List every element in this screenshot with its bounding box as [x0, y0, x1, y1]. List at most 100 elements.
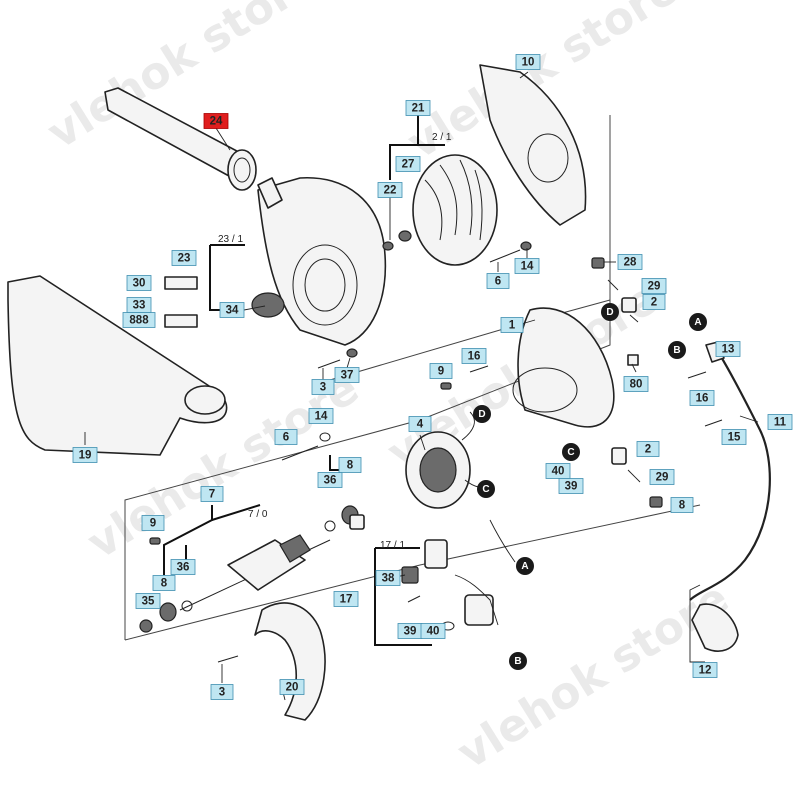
- part-callout-box: [670, 497, 694, 513]
- pin-9-lower: [149, 537, 161, 545]
- part-callout-box: [767, 414, 793, 430]
- part-callout-box: [558, 478, 584, 494]
- part-callout-12: 12: [692, 662, 718, 678]
- blow-tube: [104, 87, 257, 191]
- part-callout-number: 16: [468, 351, 481, 363]
- part-callout-2: 2: [642, 294, 666, 310]
- part-callout-box: [219, 302, 245, 318]
- part-callout-box: [617, 254, 643, 270]
- group-brackets: [163, 115, 445, 646]
- part-callout-number: 21: [412, 103, 425, 115]
- part-callout-number: 23: [178, 253, 191, 265]
- part-callout-16: 16: [461, 348, 487, 364]
- part-callout-box: [636, 441, 660, 457]
- part-callout-box: [203, 113, 229, 129]
- part-callout-38: 38: [375, 570, 401, 586]
- bracket-7: [163, 505, 213, 575]
- handle-half: [217, 602, 326, 721]
- switch-contact-38: [401, 566, 419, 584]
- switch-lead-a: [489, 519, 516, 563]
- assembly-note: 2 / 1: [432, 132, 452, 143]
- part-callout-40: 40: [420, 623, 446, 639]
- part-callout-6: 6: [486, 273, 510, 289]
- assembly-note: 7 / 0: [248, 509, 268, 520]
- brush-cap-8: [649, 496, 663, 508]
- connector-marker-letter: B: [673, 345, 680, 356]
- screw-6-lower: [281, 445, 319, 461]
- part-callout-36: 36: [170, 559, 196, 575]
- part-callout-3: 3: [311, 379, 335, 395]
- part-callout-number: 14: [315, 411, 328, 423]
- part-callout-19: 19: [72, 447, 98, 463]
- stator: [405, 411, 489, 509]
- cord-clamp: [464, 594, 494, 626]
- connector-marker-letter: A: [521, 561, 528, 572]
- connector-marker-b: B: [509, 652, 527, 670]
- power-plug: [691, 603, 739, 652]
- part-callout-box: [377, 182, 403, 198]
- part-callout-10: 10: [515, 54, 541, 70]
- vacuum-bag: [7, 275, 228, 456]
- part-callout-24: 24: [203, 113, 229, 129]
- part-callout-box: [170, 559, 196, 575]
- part-callout-number: 7: [209, 489, 215, 501]
- part-callout-39: 39: [397, 623, 423, 639]
- blower-outlet: [257, 177, 283, 209]
- stator-lead-d: [461, 411, 475, 441]
- part-callout-number: 36: [324, 475, 337, 487]
- part-callout-7: 7: [200, 486, 224, 502]
- spring-29-lower: [627, 469, 641, 483]
- part-callout-number: 34: [226, 305, 239, 317]
- part-callout-box: [420, 623, 446, 639]
- part-callout-number: 14: [521, 261, 534, 273]
- assembly-frame: [124, 115, 701, 641]
- connector-marker-circle: [509, 652, 527, 670]
- connector-marker-d: D: [601, 303, 619, 321]
- stator-core: [419, 447, 457, 493]
- connector-marker-letter: D: [606, 307, 613, 318]
- part-callout-box: [395, 156, 421, 172]
- part-callout-number: 2: [651, 297, 657, 309]
- part-callout-number: 9: [150, 518, 156, 530]
- part-callout-box: [333, 591, 359, 607]
- assembly-note: 17 / 1: [380, 540, 405, 551]
- connector-marker-letter: B: [514, 656, 521, 667]
- part-callout-box: [274, 429, 298, 445]
- part-callout-33: 33: [126, 297, 152, 313]
- leader-34: [243, 305, 266, 311]
- part-callout-9: 9: [141, 515, 165, 531]
- blower-housing: [257, 177, 387, 346]
- part-callout-box: [715, 341, 741, 357]
- leader-4: [419, 434, 426, 451]
- frame-line-upper: [329, 299, 611, 381]
- part-callout-number: 888: [129, 315, 149, 327]
- part-callout-box: [642, 294, 666, 310]
- part-callout-box: [311, 379, 335, 395]
- part-callout-number: 11: [774, 417, 787, 429]
- part-callout-box: [514, 258, 540, 274]
- motor-housing-opening: [512, 367, 578, 413]
- screw-3-lower: [217, 655, 239, 663]
- part-callout-box: [692, 662, 718, 678]
- brush-holder-lower: [611, 447, 627, 465]
- part-callout-number: 17: [340, 594, 353, 606]
- switch-assembly: [349, 514, 516, 631]
- washer-36-upper: [324, 520, 336, 532]
- part-callout-2: 2: [636, 441, 660, 457]
- impeller-disc: [412, 154, 498, 266]
- leader-12: [689, 584, 705, 663]
- switch-lead-b: [454, 574, 499, 626]
- part-callout-23: 23: [171, 250, 197, 266]
- fan-back-plate: [479, 64, 587, 226]
- part-callout-8: 8: [152, 575, 176, 591]
- motor-housing: [512, 307, 615, 428]
- brush-holder-upper: [621, 297, 637, 313]
- back-plate-hub: [527, 133, 569, 183]
- label-card-30: [164, 276, 198, 290]
- part-callout-number: 36: [177, 562, 190, 574]
- part-callout-box: [171, 250, 197, 266]
- filter-mesh: [251, 292, 285, 318]
- bracket-7-branch: [211, 504, 261, 521]
- connector-marker-circle: [562, 443, 580, 461]
- washer-35: [139, 619, 153, 633]
